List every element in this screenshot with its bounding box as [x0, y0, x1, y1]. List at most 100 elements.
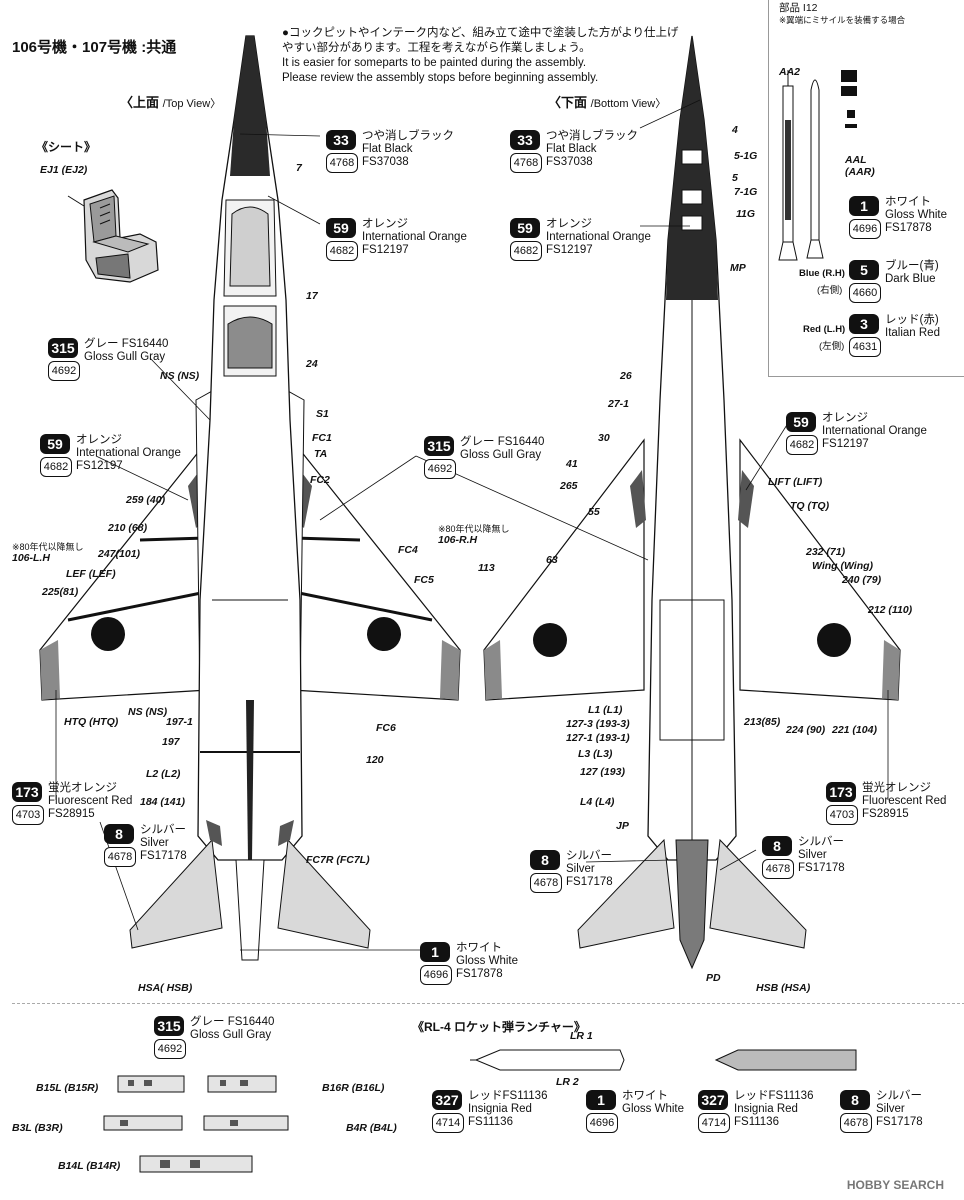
paint-number: 59 — [786, 412, 816, 432]
paint-name-jp: オレンジ — [76, 434, 122, 446]
part-label: TA — [314, 448, 328, 460]
paint-name-en: International Orange — [76, 447, 181, 459]
paint-code: 4678 — [762, 859, 794, 879]
part-label: FC4 — [398, 544, 418, 556]
paint-name-jp: つや消しブラック — [362, 130, 454, 142]
part-label: 197 — [162, 736, 180, 748]
paint-number: 59 — [510, 218, 540, 238]
seat-title: 《シート》 — [36, 140, 97, 154]
paint-name-en: Gloss Gull Gray — [460, 449, 542, 461]
note-80s-right: ※80年代以降無し — [438, 524, 510, 534]
ejection-seat-illustration — [67, 189, 159, 283]
paint-name-jp: オレンジ — [546, 218, 592, 230]
part-label: 113 — [478, 562, 495, 574]
note-en-2: Please review the assembly stops before … — [282, 72, 599, 84]
part-label: 106-R.H — [438, 534, 478, 546]
top-view-aircraft — [39, 35, 461, 961]
paint-name-jp: シルバー — [798, 836, 844, 848]
part-label: FC6 — [376, 722, 396, 734]
paint-name-jp: シルバー — [876, 1090, 922, 1102]
part-label: 224 (90) — [786, 724, 826, 736]
paint-number: 315 — [48, 338, 78, 358]
paint-name-jp: 蛍光オレンジ — [48, 782, 117, 794]
paint-code: 4631 — [849, 337, 881, 357]
paint-name-jp: オレンジ — [822, 412, 868, 424]
paint-code: 4678 — [104, 847, 136, 867]
part-label: 197-1 — [166, 716, 193, 728]
paint-code: 4682 — [40, 457, 72, 477]
part-label: 240 (79) — [842, 574, 882, 586]
paint-name-jp: レッドFS11136 — [468, 1090, 548, 1102]
paint-code: 4692 — [48, 361, 80, 381]
part-label: B15L (B15R) — [36, 1082, 99, 1094]
note-jp-1: ●コックピットやインテーク内など、組み立て途中で塗装した方がより仕上げ — [282, 27, 679, 39]
assembly-note: ●コックピットやインテーク内など、組み立て途中で塗装した方がより仕上げ やすい部… — [282, 26, 679, 86]
part-label: AA2 — [779, 66, 801, 78]
part-label: 5 — [732, 172, 738, 184]
paint-number: 8 — [104, 824, 134, 844]
paint-name-en: Gloss Gull Gray — [84, 351, 166, 363]
part-label: FC7R (FC7L) — [306, 854, 370, 866]
part-label: 27-1 — [608, 398, 630, 410]
paint-fs: FS37038 — [546, 156, 593, 168]
part-label: NS (NS) — [160, 370, 200, 382]
paint-number: 327 — [432, 1090, 462, 1110]
paint-number: 59 — [326, 218, 356, 238]
paint-name-en: Flat Black — [362, 143, 413, 155]
paint-number: 1 — [849, 196, 879, 216]
paint-number: 59 — [40, 434, 70, 454]
paint-number: 1 — [420, 942, 450, 962]
part-label: (AAR) — [845, 166, 875, 178]
paint-number: 327 — [698, 1090, 728, 1110]
part-label: AAL — [845, 154, 867, 166]
paint-fs: FS28915 — [48, 808, 95, 820]
paint-code: 4714 — [432, 1113, 464, 1133]
part-label: 7 — [296, 162, 302, 174]
part-label: 127-3 (193-3) — [566, 718, 630, 730]
part-label: FC1 — [312, 432, 332, 444]
rocket-launcher-illustrations — [470, 1049, 857, 1071]
paint-number: 1 — [586, 1090, 616, 1110]
paint-name-en: Silver — [140, 837, 169, 849]
part-label: L1 (L1) — [588, 704, 623, 716]
paint-code: 4692 — [424, 459, 456, 479]
paint-code: 4682 — [786, 435, 818, 455]
part-label: L4 (L4) — [580, 796, 615, 808]
bottom-view-aircraft — [483, 35, 901, 970]
paint-name-en: Italian Red — [885, 327, 940, 339]
paint-fs: FS12197 — [362, 244, 409, 256]
part-label: 265 — [560, 480, 578, 492]
part-label: L3 (L3) — [578, 748, 613, 760]
part-label: 41 — [566, 458, 578, 470]
paint-number: 8 — [762, 836, 792, 856]
paint-name-en: Gloss White — [885, 209, 947, 221]
part-label: LR 1 — [570, 1030, 593, 1042]
paint-fs: FS17878 — [456, 968, 503, 980]
part-label: 63 — [546, 554, 558, 566]
paint-name-en: Dark Blue — [885, 273, 936, 285]
paint-number: 173 — [826, 782, 856, 802]
paint-fs: FS17178 — [876, 1116, 923, 1128]
top-view-title: 〈上面 /Top View〉 — [120, 92, 221, 111]
part-label: B4R (B4L) — [346, 1122, 397, 1134]
part-label: HTQ (HTQ) — [64, 716, 119, 728]
paint-name-en: Gloss Gull Gray — [190, 1029, 272, 1041]
paint-number: 173 — [12, 782, 42, 802]
paint-name-en: Gloss White — [622, 1103, 684, 1115]
legend-title: 部品 I12 — [779, 2, 818, 14]
top-view-jp: 〈上面 — [120, 95, 160, 110]
paint-number: 315 — [424, 436, 454, 456]
paint-name-en: Flat Black — [546, 143, 597, 155]
part-label: 24 — [306, 358, 318, 370]
paint-code: 4696 — [586, 1113, 618, 1133]
paint-name-en: International Orange — [822, 425, 927, 437]
paint-code: 4678 — [840, 1113, 872, 1133]
paint-fs: FS17178 — [798, 862, 845, 874]
paint-fs: FS12197 — [546, 244, 593, 256]
paint-name-jp: ホワイト — [622, 1090, 668, 1102]
paint-name-en: Silver — [876, 1103, 905, 1115]
paint-name-en: International Orange — [362, 231, 467, 243]
paint-name-en: International Orange — [546, 231, 651, 243]
paint-name-en: Insignia Red — [468, 1103, 532, 1115]
part-label: FC2 — [310, 474, 330, 486]
